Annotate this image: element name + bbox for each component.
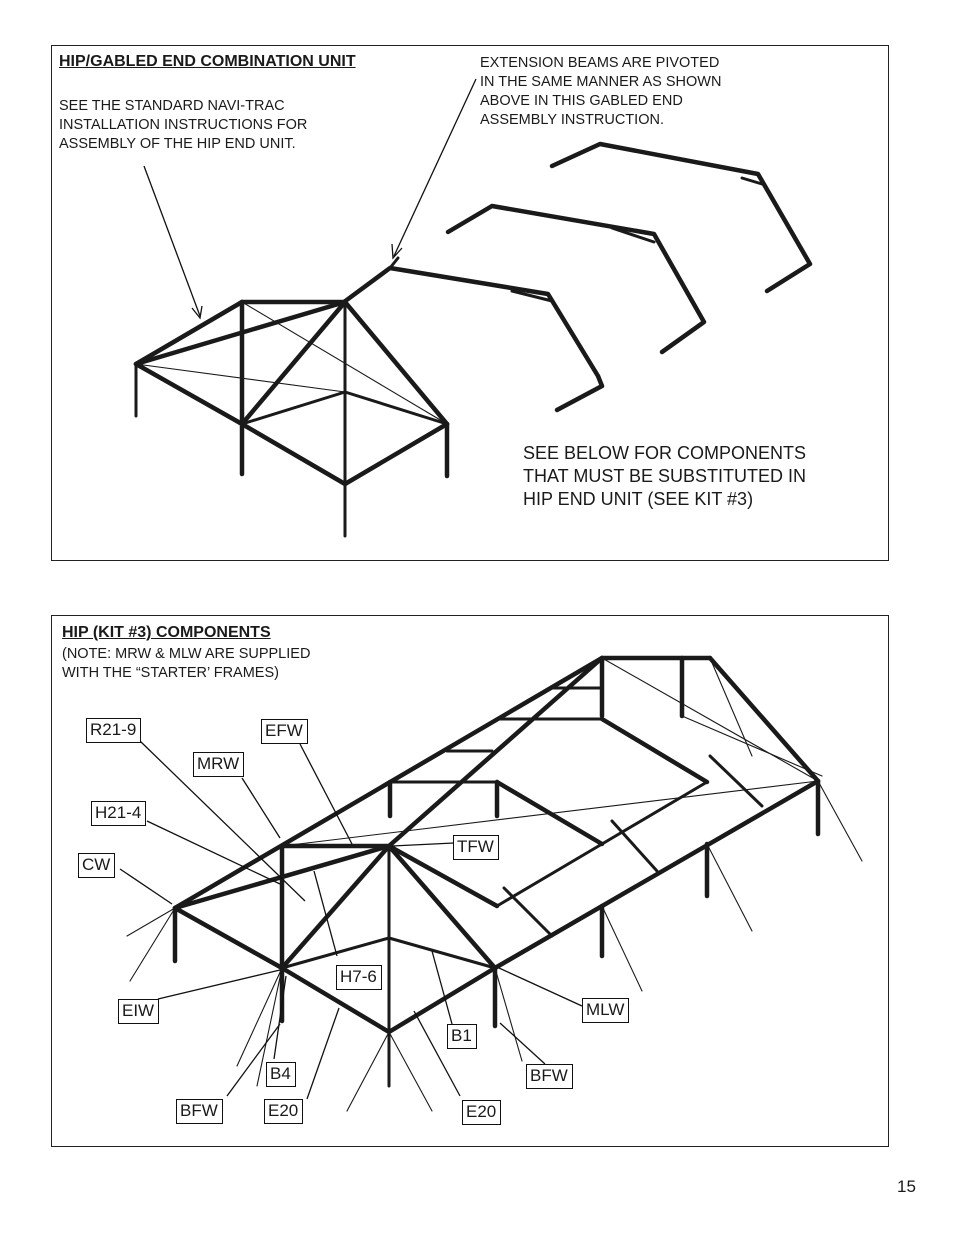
label-h21-4: H21-4: [91, 801, 147, 826]
extension-note-line: ASSEMBLY INSTRUCTION.: [480, 112, 664, 128]
hip-kit-title: HIP (KIT #3) COMPONENTS: [62, 624, 271, 641]
label-tfw: TFW: [453, 835, 499, 860]
substitute-note-line: SEE BELOW FOR COMPONENTS: [523, 443, 807, 463]
label-efw: EFW: [261, 719, 308, 744]
label-e20-right: E20: [462, 1100, 502, 1125]
substitute-components-note: SEE BELOW FOR COMPONENTS THAT MUST BE SU…: [523, 442, 806, 511]
instructions-line: INSTALLATION INSTRUCTIONS FOR: [59, 117, 308, 133]
hip-kit-frame: [126, 655, 863, 1112]
hip-kit-components-panel: HIP (KIT #3) COMPONENTS (NOTE: MRW & MLW…: [51, 615, 889, 1147]
label-leader-arrows: [119, 740, 583, 1100]
leader-arrows: [143, 78, 477, 320]
label-mlw: MLW: [582, 998, 630, 1023]
hip-end-frame: [133, 299, 450, 538]
label-h7-6: H7-6: [336, 965, 382, 990]
extension-beam-frame: [549, 141, 813, 294]
starter-frames-note: (NOTE: MRW & MLW ARE SUPPLIED WITH THE “…: [62, 645, 310, 683]
label-bfw-right: BFW: [526, 1064, 573, 1089]
label-e20-left: E20: [264, 1099, 304, 1124]
label-b4: B4: [266, 1062, 296, 1087]
extension-note-line: EXTENSION BEAMS ARE PIVOTED: [480, 55, 720, 71]
label-mrw: MRW: [193, 752, 245, 777]
extension-note-line: ABOVE IN THIS GABLED END: [480, 93, 683, 109]
label-cw: CW: [78, 853, 116, 878]
label-b1: B1: [447, 1024, 477, 1049]
extension-beam-frame: [445, 203, 707, 355]
extension-beams-note: EXTENSION BEAMS ARE PIVOTED IN THE SAME …: [480, 54, 721, 130]
instructions-line: ASSEMBLY OF THE HIP END UNIT.: [59, 136, 296, 152]
page-number: 15: [897, 1177, 916, 1196]
note-line: (NOTE: MRW & MLW ARE SUPPLIED: [62, 646, 311, 662]
label-bfw-left: BFW: [176, 1099, 223, 1124]
substitute-note-line: HIP END UNIT (SEE KIT #3): [523, 489, 754, 509]
extension-beam-frame: [341, 256, 605, 413]
instructions-line: SEE THE STANDARD NAVI-TRAC: [59, 98, 285, 114]
hip-end-instructions: SEE THE STANDARD NAVI-TRAC INSTALLATION …: [59, 97, 307, 154]
substitute-note-line: THAT MUST BE SUBSTITUTED IN: [523, 466, 807, 486]
combination-unit-panel: HIP/GABLED END COMBINATION UNIT SEE THE …: [51, 45, 889, 561]
combination-unit-drawing: [133, 78, 813, 538]
combination-unit-title: HIP/GABLED END COMBINATION UNIT: [59, 53, 356, 70]
label-r21-9: R21-9: [86, 718, 142, 743]
note-line: WITH THE “STARTER’ FRAMES): [62, 665, 279, 681]
extension-note-line: IN THE SAME MANNER AS SHOWN: [480, 74, 722, 90]
hip-kit-drawing: [119, 655, 863, 1112]
label-eiw: EIW: [118, 999, 160, 1024]
